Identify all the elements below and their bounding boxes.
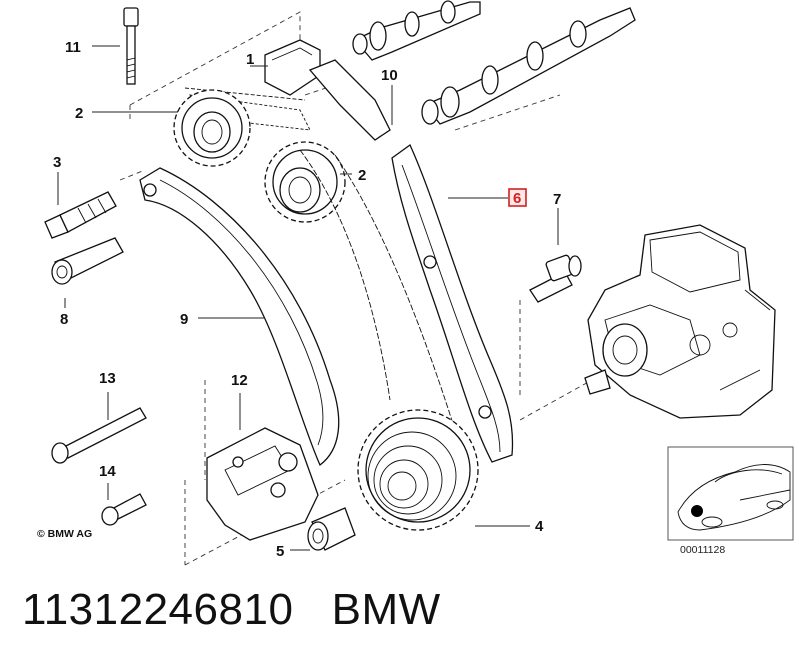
callout-2-left: 2: [75, 105, 83, 122]
bolt-7: [529, 254, 582, 303]
callout-14: 14: [99, 463, 116, 480]
callout-7: 7: [553, 191, 561, 208]
part-number-caption: 11312246810 BMW: [22, 585, 441, 635]
chain-tensioner-12: [206, 427, 319, 541]
callout-10: 10: [381, 67, 398, 84]
guide-rail: [391, 144, 514, 463]
car-location-thumbnail: [667, 446, 794, 541]
callout-2-right: 2: [358, 167, 366, 184]
copyright-text: © BMW AG: [37, 528, 92, 540]
main-timing-chain: [299, 149, 456, 431]
callout-9: 9: [180, 311, 188, 328]
callout-8: 8: [60, 311, 68, 328]
leader-lines: [57, 45, 559, 551]
callout-1: 1: [246, 51, 254, 68]
engine-location-dot: [691, 505, 703, 517]
tensioner-rail: [139, 167, 340, 467]
highlight-box: [508, 188, 527, 207]
brand-name: BMW: [331, 585, 441, 634]
callout-5: 5: [276, 543, 284, 560]
camshaft-upper: [352, 0, 481, 61]
callout-6-highlighted[interactable]: 6: [508, 188, 527, 207]
callout-6: 6: [513, 190, 521, 207]
callout-labels: 11 2 1 10 2 3 8 9 7 13 12 14 5 4: [53, 39, 561, 560]
bolt-11: [123, 7, 139, 85]
bolt-13: [51, 407, 147, 464]
sleeve-8: [51, 237, 124, 285]
callout-4: 4: [535, 518, 544, 535]
injection-pump: [584, 224, 776, 419]
part-number: 11312246810: [22, 585, 294, 634]
reference-code: 00011128: [680, 544, 725, 556]
callout-12: 12: [231, 372, 248, 389]
camshaft-lower: [421, 7, 636, 125]
upper-sprocket-left: [173, 89, 251, 167]
upper-sprocket-right: [264, 141, 346, 223]
upper-chain-tensioner: [264, 39, 321, 96]
sleeve-5: [307, 507, 356, 551]
callout-11: 11: [65, 39, 81, 56]
callout-13: 13: [99, 370, 116, 387]
upper-guide-rail: [308, 59, 391, 141]
crankshaft-sprocket: [357, 409, 479, 531]
callout-3: 3: [53, 154, 61, 171]
bolt-14: [101, 493, 147, 526]
bolt-3: [44, 191, 117, 239]
